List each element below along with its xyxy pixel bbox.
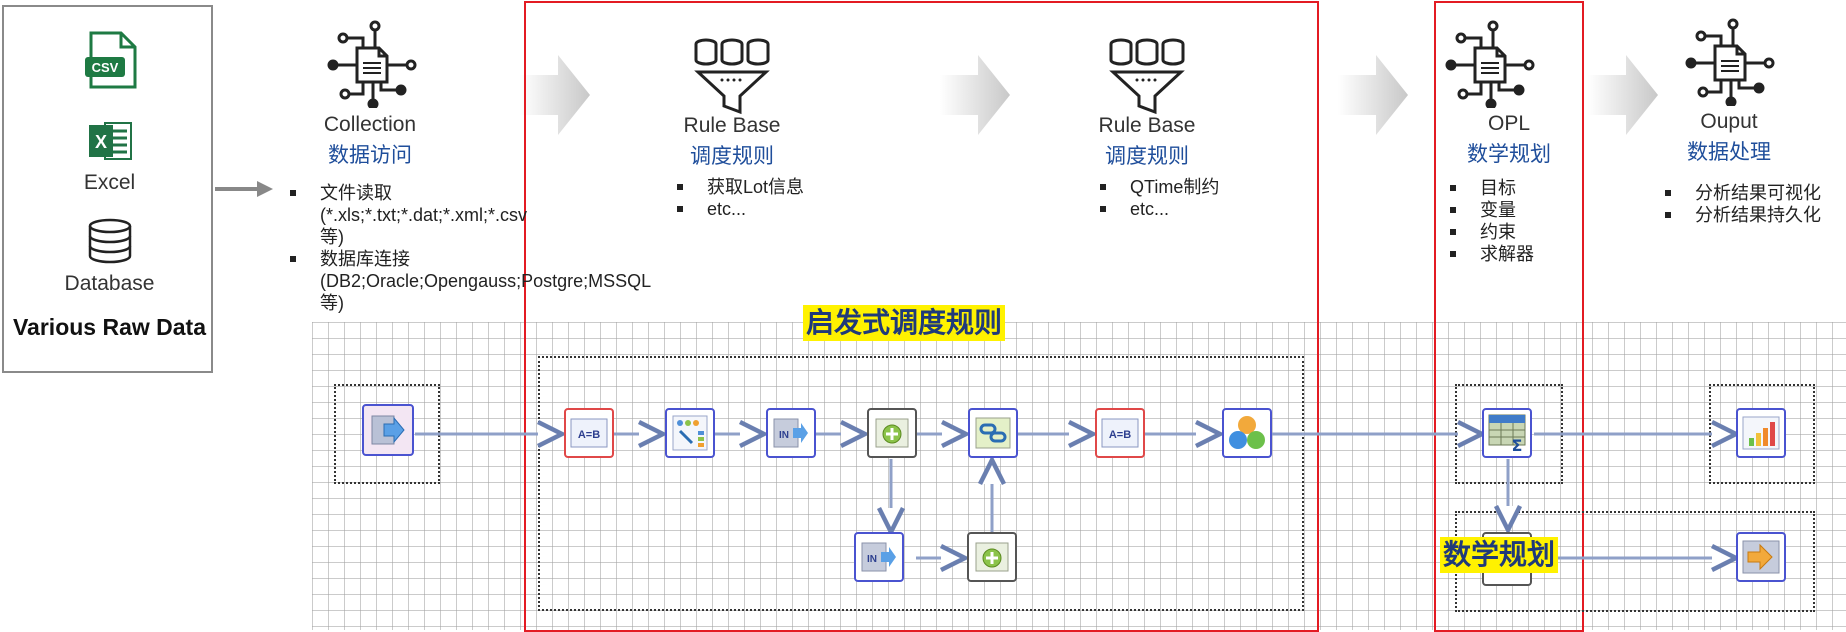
opl-bullet: 求解器 — [1450, 243, 1570, 265]
opl-bullet: 变量 — [1450, 199, 1570, 221]
rule-base-2-title-en: Rule Base — [1098, 114, 1196, 137]
export-icon — [1742, 540, 1780, 574]
in-filter-node-2[interactable]: IN — [854, 532, 904, 582]
sort-node[interactable] — [665, 408, 715, 458]
link-node[interactable] — [968, 408, 1018, 458]
rule-base-2-bullets: QTime制约 etc... — [1100, 176, 1280, 220]
collection-bullets: 文件读取 (*.xls;*.txt;*.dat;*.xml;*.csv等) 数据… — [290, 182, 651, 314]
rule-compare-node-1[interactable]: A=B — [564, 408, 614, 458]
excel-icon: X — [87, 119, 135, 163]
in-filter-node-1[interactable]: IN — [766, 408, 816, 458]
add-node-1[interactable] — [867, 408, 917, 458]
workflow-grid-background — [312, 322, 1846, 630]
collection-bullet-db: 数据库连接(DB2;Oracle;Opengauss;Postgre;MSSQL… — [290, 248, 651, 314]
svg-text:A=B: A=B — [578, 429, 600, 441]
svg-text:CSV: CSV — [92, 60, 119, 75]
rule-base-2-bullet: etc... — [1100, 198, 1280, 220]
compare-rule-icon: A=B — [1101, 418, 1139, 448]
chart-output-node[interactable] — [1736, 408, 1786, 458]
svg-text:X: X — [95, 132, 107, 152]
rule-base-1-bullet: etc... — [677, 198, 857, 220]
stage-arrow-2 — [940, 55, 1010, 135]
opl-title-en: OPL — [1487, 112, 1531, 135]
rule-base-filter-icon-1 — [692, 36, 772, 121]
rule-base-1-bullets: 获取Lot信息 etc... — [677, 176, 857, 220]
input-data-icon — [371, 415, 405, 445]
rule-base-1-title-cn: 调度规则 — [690, 145, 774, 168]
math-programming-highlight: 数学规划 — [1440, 537, 1559, 573]
opl-bullet: 目标 — [1450, 177, 1570, 199]
opl-bullet: 约束 — [1450, 221, 1570, 243]
export-output-node[interactable] — [1736, 532, 1786, 582]
database-icon — [84, 217, 136, 265]
svg-text:IN: IN — [867, 554, 877, 565]
svg-text:Σ: Σ — [1512, 436, 1523, 453]
opl-data-network-icon — [1441, 20, 1537, 113]
rule-base-1-bullet: 获取Lot信息 — [677, 176, 857, 198]
stage-arrow-1 — [520, 55, 590, 135]
heuristic-workflow-frame — [538, 356, 1304, 611]
svg-text:IN: IN — [779, 430, 789, 441]
mip-model-node[interactable]: Σ — [1482, 408, 1532, 458]
sort-icon — [672, 415, 708, 451]
excel-label: Excel — [83, 171, 136, 194]
link-icon — [975, 417, 1011, 449]
rule-base-1-title-en: Rule Base — [683, 114, 781, 137]
stage-arrow-3 — [1338, 55, 1408, 135]
stage-arrow-4 — [1588, 55, 1658, 135]
input-data-node[interactable] — [362, 404, 414, 456]
collection-data-network-icon — [323, 20, 419, 113]
collection-title-cn: 数据访问 — [328, 144, 412, 167]
add-node-2[interactable] — [967, 532, 1017, 582]
opl-title-cn: 数学规划 — [1467, 143, 1551, 166]
rule-base-2-title-cn: 调度规则 — [1105, 145, 1189, 168]
collection-title-en: Collection — [323, 113, 417, 136]
output-data-network-icon — [1681, 18, 1777, 111]
raw-data-source-box: CSV X Excel Database Various Raw Data — [2, 5, 213, 373]
collection-bullet-file: 文件读取 (*.xls;*.txt;*.dat;*.xml;*.csv等) — [290, 182, 546, 248]
output-bullets: 分析结果可视化 分析结果持久化 — [1665, 182, 1845, 226]
output-title-cn: 数据处理 — [1687, 141, 1771, 164]
bar-chart-icon — [1742, 416, 1780, 450]
csv-file-icon: CSV — [83, 29, 139, 91]
output-bullet: 分析结果可视化 — [1665, 182, 1845, 204]
rule-compare-node-2[interactable]: A=B — [1095, 408, 1145, 458]
heuristic-rules-highlight: 启发式调度规则 — [803, 305, 1006, 341]
opl-bullets: 目标 变量 约束 求解器 — [1450, 177, 1570, 265]
output-title-en: Ouput — [1700, 110, 1758, 133]
compare-rule-icon: A=B — [570, 418, 608, 448]
rule-base-filter-icon-2 — [1107, 36, 1187, 121]
database-label: Database — [64, 272, 155, 295]
svg-text:A=B: A=B — [1109, 429, 1131, 441]
sigma-table-icon: Σ — [1488, 414, 1526, 453]
source-title: Various Raw Data — [12, 314, 207, 340]
in-filter-icon: IN — [861, 542, 896, 572]
add-icon — [875, 418, 909, 448]
add-icon — [975, 542, 1009, 572]
cluster-node[interactable] — [1222, 408, 1272, 458]
rule-base-2-bullet: QTime制约 — [1100, 176, 1280, 198]
in-filter-icon: IN — [773, 418, 808, 448]
output-bullet: 分析结果持久化 — [1665, 204, 1845, 226]
source-to-collection-arrow — [215, 180, 275, 203]
cluster-icon — [1229, 416, 1265, 449]
